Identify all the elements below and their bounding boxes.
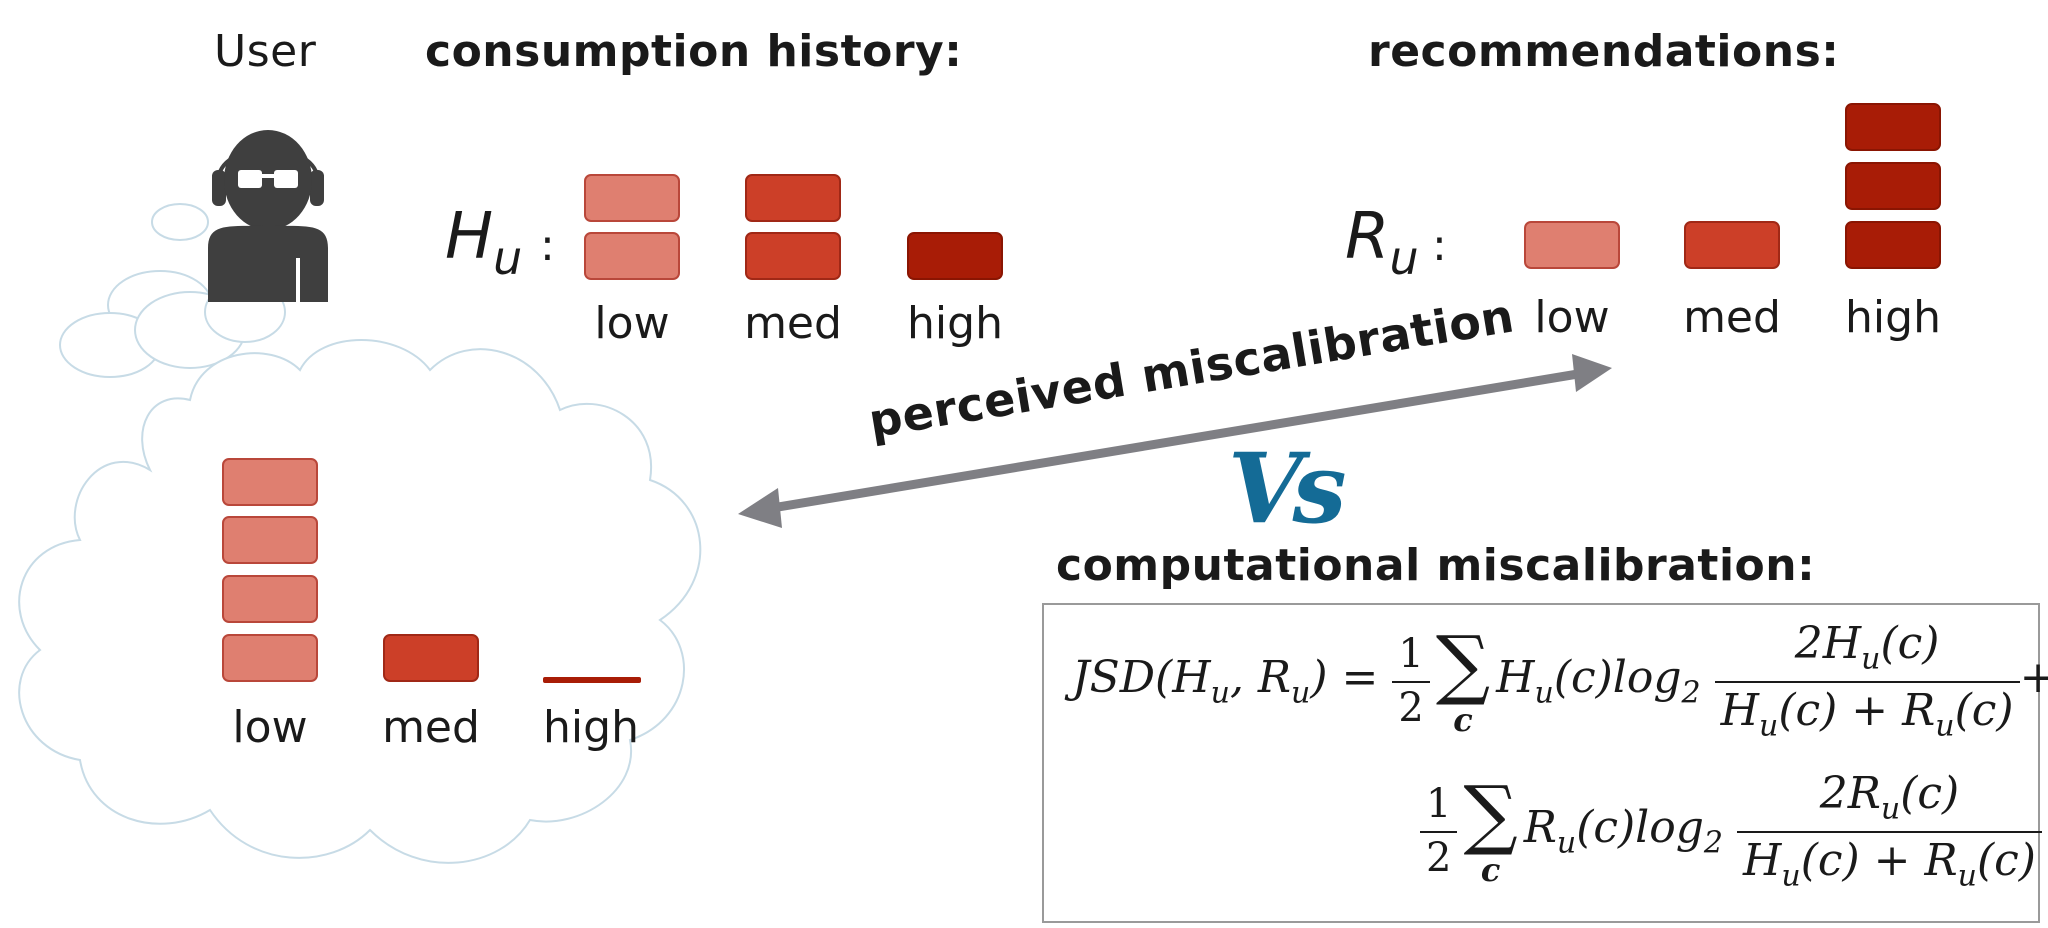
formula-lhs: JSD(Hu, Ru) =: [1072, 652, 1379, 711]
recs-symbol-letter: R: [1345, 200, 1390, 274]
history-block-med-2: [745, 174, 841, 222]
vs-logo: Vs: [1228, 432, 1346, 545]
recs-block-high-1: [1845, 221, 1941, 269]
sum-icon-2: ∑c: [1463, 768, 1518, 889]
recs-label-low: low: [1534, 292, 1610, 343]
perceived-label-high: high: [543, 702, 639, 753]
history-block-high-1: [907, 232, 1003, 280]
recs-label-med: med: [1683, 292, 1781, 343]
history-block-med-1: [745, 232, 841, 280]
recs-label-high: high: [1845, 292, 1941, 343]
user-headphones-icon: [208, 130, 328, 302]
user-label: User: [214, 26, 317, 77]
perceived-block-low-1: [222, 634, 318, 682]
vs-text: Vs: [1228, 432, 1346, 545]
perceived-high-baseline: [543, 677, 641, 683]
recs-block-high-2: [1845, 162, 1941, 210]
perceived-block-low-2: [222, 575, 318, 623]
recommendations-title: recommendations:: [1368, 26, 1840, 77]
recs-block-low-1: [1524, 221, 1620, 269]
recs-colon: :: [1432, 220, 1447, 271]
recs-block-med-1: [1684, 221, 1780, 269]
history-label-med: med: [744, 298, 842, 349]
history-label-low: low: [594, 298, 670, 349]
history-symbol-sub: u: [493, 231, 523, 286]
consumption-history-title: consumption history:: [425, 26, 963, 77]
formula-fraction-1: 2Hu(c)Hu(c) + Ru(c): [1714, 618, 2020, 743]
perceived-label-low: low: [232, 702, 308, 753]
formula-box: [1042, 603, 2040, 923]
recs-symbol: Ru: [1345, 200, 1419, 285]
recs-block-high-3: [1845, 103, 1941, 151]
perceived-label-med: med: [382, 702, 480, 753]
history-label-high: high: [907, 298, 1003, 349]
recs-symbol-sub: u: [1389, 231, 1419, 286]
history-block-low-1: [584, 232, 680, 280]
perceived-block-low-4: [222, 458, 318, 506]
history-symbol-letter: H: [445, 200, 494, 274]
perceived-block-low-3: [222, 516, 318, 564]
computational-miscalibration-title: computational miscalibration:: [1056, 540, 1816, 591]
formula-fraction-2: 2Ru(c)Hu(c) + Ru(c): [1736, 768, 2042, 893]
perceived-block-med-1: [383, 634, 479, 682]
sum-icon-1: ∑c: [1435, 618, 1491, 739]
history-symbol: Hu: [445, 200, 522, 285]
history-block-low-2: [584, 174, 680, 222]
history-colon: :: [540, 220, 555, 271]
